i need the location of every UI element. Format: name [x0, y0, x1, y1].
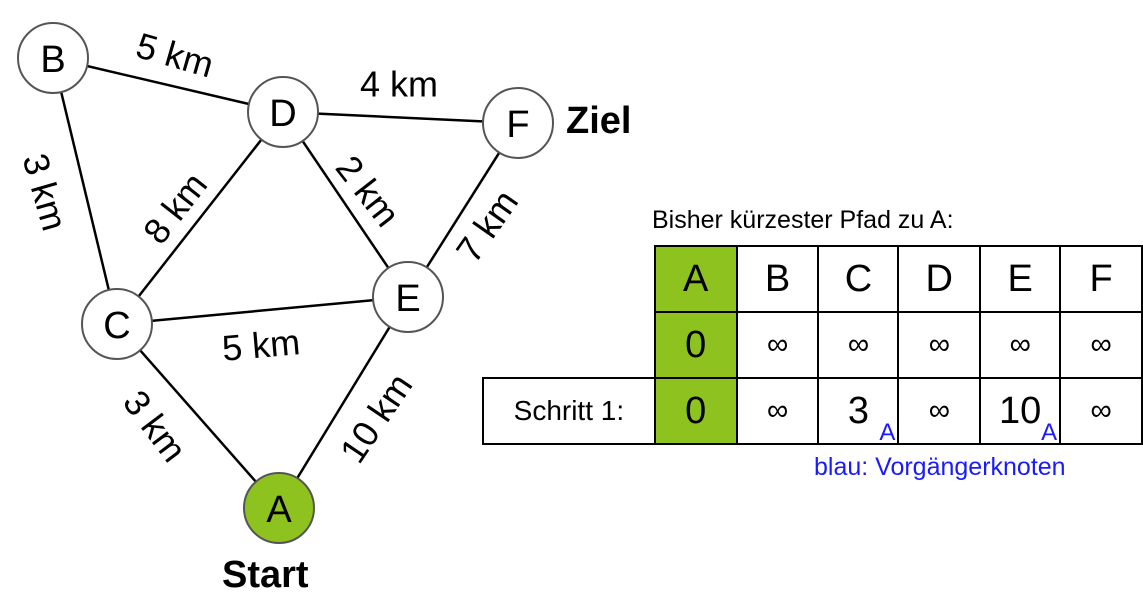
edge-label-c-e: 5 km — [220, 321, 301, 369]
step1-cell-a: 0 — [653, 377, 738, 445]
initial-cell-d: ∞ — [897, 311, 982, 379]
header-cell-e: E — [979, 245, 1062, 313]
edge-label-d-e: 2 km — [328, 148, 408, 235]
node-a — [243, 472, 315, 544]
edge-e-a — [277, 296, 410, 509]
initial-cell-f: ∞ — [1059, 311, 1143, 379]
predecessor-e: A — [1041, 419, 1058, 446]
step1-value-b: ∞ — [766, 394, 789, 427]
edge-label-e-a: 10 km — [332, 366, 421, 470]
edge-d-f — [282, 110, 519, 125]
legend-predecessor: blau: Vorgängerknoten — [814, 453, 1066, 481]
node-label-d: D — [269, 93, 296, 135]
edge-d-e — [281, 111, 410, 298]
node-label-e: E — [395, 278, 420, 320]
header-cell-b: B — [735, 245, 820, 313]
start-label: Start — [222, 554, 309, 596]
step1-value-c: 3 — [847, 389, 869, 432]
node-label-f: F — [506, 104, 529, 146]
step1-cell-d: ∞ — [897, 377, 982, 445]
header-cell-c: C — [817, 245, 900, 313]
node-f — [482, 87, 554, 159]
header-cell-a: A — [653, 245, 738, 313]
initial-cell-c: ∞ — [817, 311, 900, 379]
step1-value-d: ∞ — [928, 394, 950, 427]
distance-table: A B C D E F 0 ∞ ∞ ∞ ∞ ∞ Schritt 1: 0 ∞ 3… — [482, 245, 1143, 446]
table-header-row: A B C D E F — [483, 245, 1143, 313]
node-label-c: C — [103, 305, 130, 347]
step1-value-e: 10 — [999, 389, 1042, 432]
step1-value-f: ∞ — [1090, 394, 1112, 427]
edge-label-d-f: 4 km — [360, 64, 438, 105]
edge-c-e — [116, 295, 409, 326]
step1-value-a: 0 — [685, 389, 707, 432]
edge-label-b-c: 3 km — [15, 149, 76, 235]
blank-cell — [483, 246, 655, 312]
predecessor-c: A — [879, 419, 896, 446]
edge-b-d — [52, 56, 284, 114]
blank-cell — [483, 312, 655, 378]
step1-label: Schritt 1: — [482, 377, 656, 445]
initial-cell-b: ∞ — [735, 311, 820, 379]
edge-c-a — [116, 323, 280, 509]
step1-cell-f: ∞ — [1059, 377, 1143, 445]
initial-cell-a: 0 — [653, 311, 738, 379]
node-d — [247, 76, 319, 148]
edge-label-b-d: 5 km — [132, 25, 218, 86]
header-cell-d: D — [897, 245, 982, 313]
table-caption: Bisher kürzester Pfad zu A: — [652, 206, 954, 234]
edge-label-c-a: 3 km — [115, 383, 195, 470]
node-e — [372, 261, 444, 333]
node-label-a: A — [266, 489, 292, 531]
edge-b-c — [51, 57, 119, 325]
step1-cell-b: ∞ — [735, 377, 820, 445]
edge-c-d — [116, 111, 284, 325]
node-b — [17, 22, 89, 94]
initial-cell-e: ∞ — [979, 311, 1062, 379]
node-c — [81, 288, 153, 360]
node-label-b: B — [40, 39, 65, 81]
initial-row: 0 ∞ ∞ ∞ ∞ ∞ — [483, 311, 1143, 379]
header-cell-f: F — [1059, 245, 1143, 313]
ziel-label: Ziel — [566, 100, 632, 142]
edge-label-c-d: 8 km — [135, 165, 215, 252]
